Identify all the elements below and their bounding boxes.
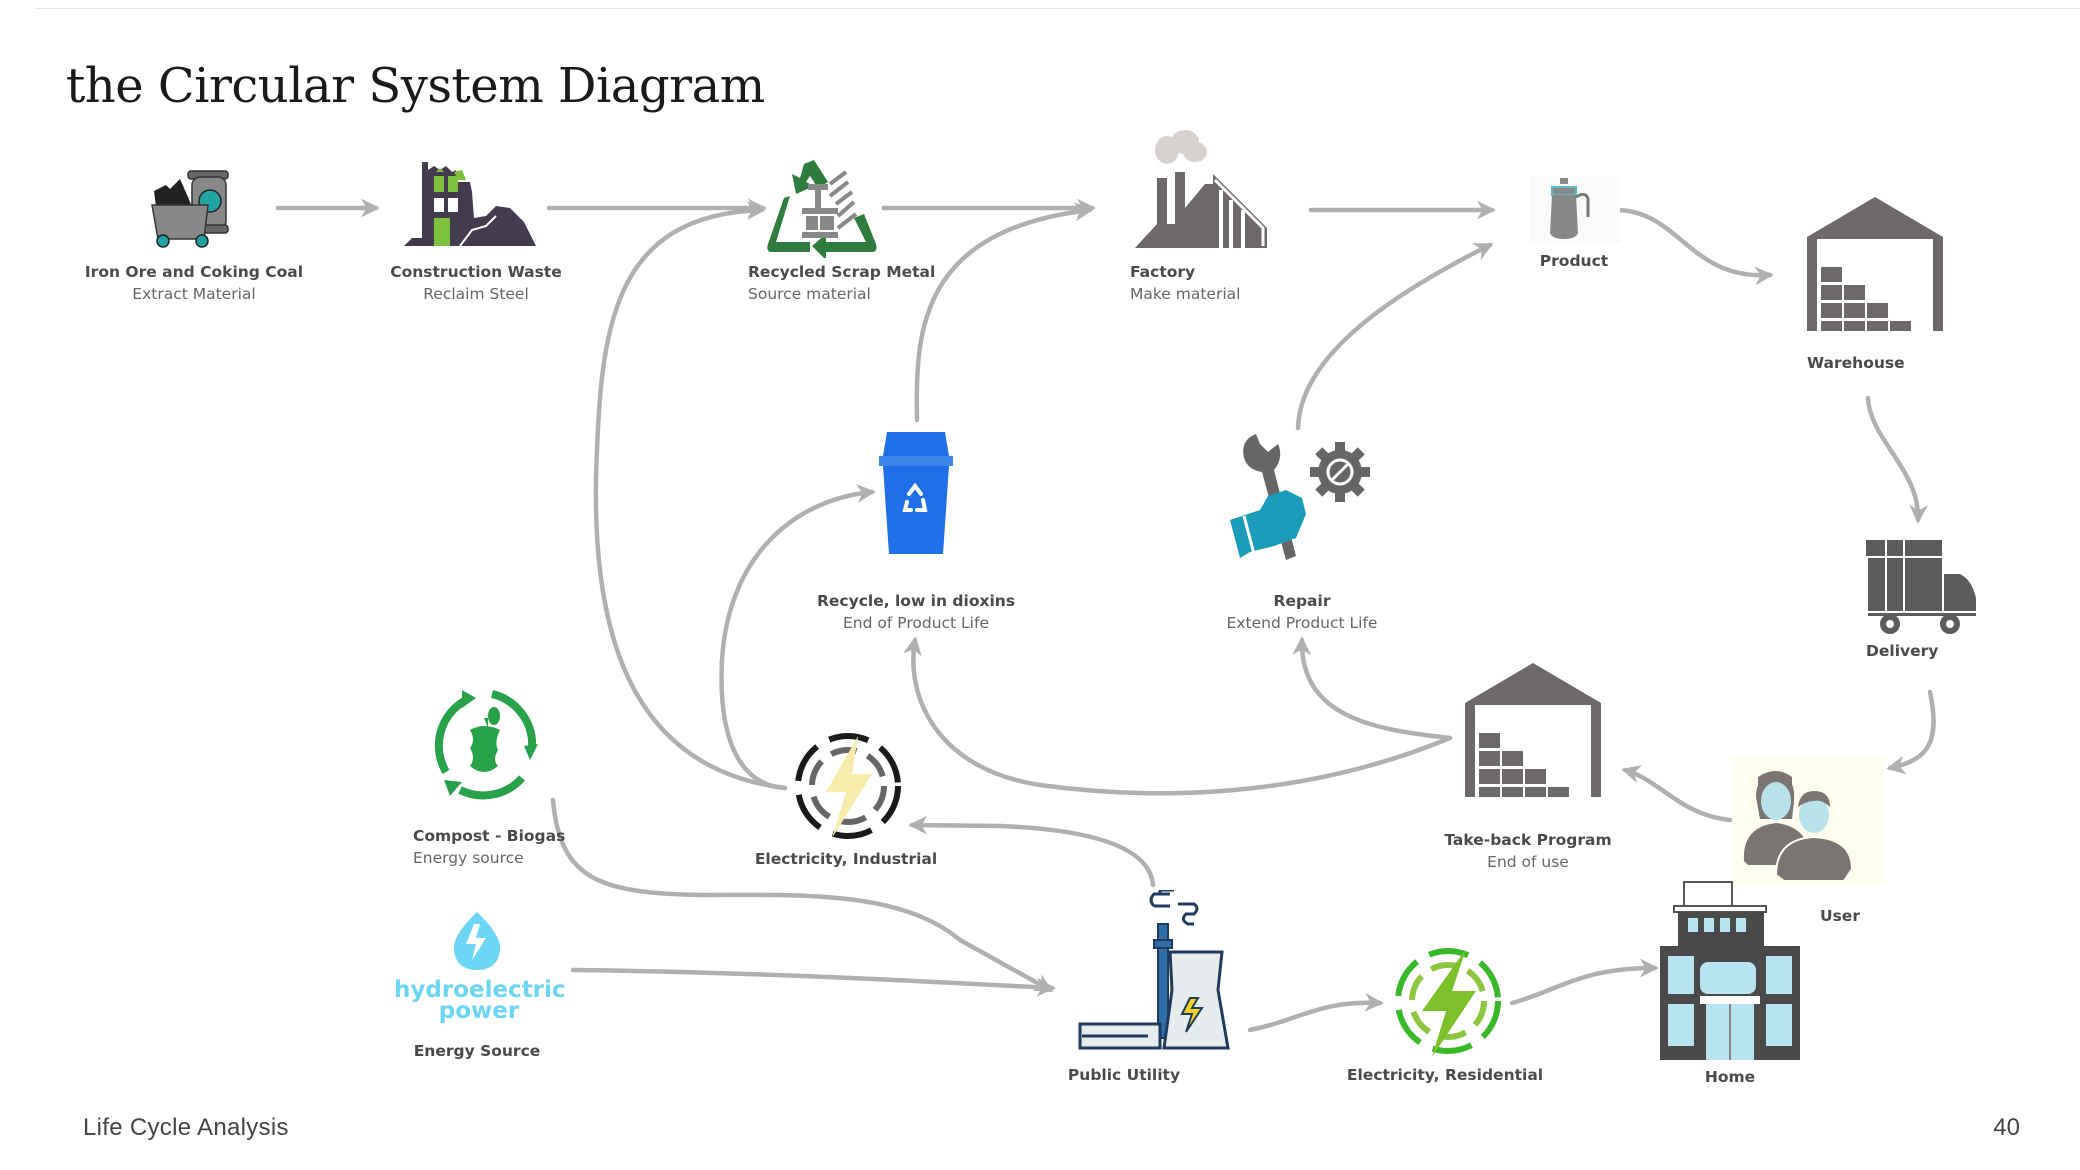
node-subtitle: Make material bbox=[1130, 285, 1241, 303]
recycle-bin-icon bbox=[879, 432, 953, 554]
hydro-logo-line1: hydroelectric bbox=[394, 977, 566, 1003]
arrow-warehouse-to-delivery bbox=[1865, 395, 1929, 524]
warehouse-icon bbox=[1465, 663, 1601, 797]
node-title: Recycle, low in dioxins bbox=[816, 592, 1016, 610]
arrow-compost-to-utility bbox=[550, 797, 1054, 993]
arrow-user-to-takeback bbox=[1621, 765, 1733, 823]
lightning-circle-icon bbox=[795, 733, 901, 839]
arrow-product-to-warehouse bbox=[1615, 207, 1774, 286]
node-title: Public Utility bbox=[1067, 1066, 1181, 1084]
node-title: Recycled Scrap Metal bbox=[748, 263, 936, 281]
arrow-industrial-to-recycle bbox=[719, 484, 876, 791]
arrow-delivery-to-user bbox=[1886, 689, 1936, 775]
kettle-icon bbox=[1530, 175, 1620, 243]
node-title: Repair bbox=[1273, 592, 1331, 610]
compost-apple-icon bbox=[434, 690, 538, 800]
arrow-hydro-to-utility bbox=[570, 967, 1056, 997]
recycle-bricks-icon bbox=[767, 160, 877, 258]
page-number: 40 bbox=[1993, 1114, 2020, 1141]
node-title: Electricity, Industrial bbox=[754, 850, 938, 868]
node-title: Iron Ore and Coking Coal bbox=[84, 263, 304, 281]
arrow-residential-to-home bbox=[1509, 958, 1659, 1006]
node-title: Warehouse bbox=[1807, 354, 1905, 372]
node-subtitle: Extract Material bbox=[132, 285, 256, 303]
footer-title: Life Cycle Analysis bbox=[83, 1114, 289, 1141]
arrow-industrial-to-scrap bbox=[593, 201, 788, 791]
building-icon bbox=[1660, 881, 1800, 1060]
warehouse-icon bbox=[1807, 197, 1943, 331]
top-divider bbox=[35, 8, 2080, 9]
mine-cart-icon bbox=[151, 170, 229, 248]
node-title: Energy Source bbox=[413, 1042, 541, 1060]
wrench-gear-icon bbox=[1230, 434, 1370, 560]
arrow-takeback-to-repair bbox=[1292, 636, 1453, 741]
node-title: User bbox=[1820, 907, 1860, 925]
power-plant-icon bbox=[1078, 890, 1230, 1050]
truck-icon bbox=[1866, 540, 1976, 634]
node-title: Home bbox=[1704, 1068, 1756, 1086]
node-subtitle: Reclaim Steel bbox=[423, 285, 529, 303]
node-subtitle: Extend Product Life bbox=[1226, 614, 1378, 632]
node-subtitle: End of use bbox=[1487, 853, 1569, 871]
arrow-repair-to-product bbox=[1295, 242, 1494, 431]
node-title: Factory bbox=[1130, 263, 1196, 281]
arrow-takeback-to-recycle bbox=[903, 636, 1453, 796]
page-title: the Circular System Diagram bbox=[66, 58, 765, 114]
lightning-circle-green-icon bbox=[1395, 948, 1501, 1057]
node-title: Compost - Biogas bbox=[413, 827, 566, 845]
hydro-logo-line2: power bbox=[438, 998, 520, 1024]
node-subtitle: Energy source bbox=[413, 849, 524, 867]
factory-icon bbox=[1135, 130, 1267, 248]
node-title: Construction Waste bbox=[390, 263, 562, 281]
arrow-recycle-to-factory bbox=[914, 202, 1094, 423]
arrow-utility-to-residential bbox=[1247, 992, 1384, 1033]
node-title: Electricity, Residential bbox=[1346, 1066, 1544, 1084]
node-subtitle: End of Product Life bbox=[843, 614, 989, 632]
node-subtitle: Source material bbox=[748, 285, 871, 303]
users-icon bbox=[1732, 757, 1884, 885]
hydro-logo-text: hydroelectric power bbox=[394, 977, 566, 1024]
node-title: Product bbox=[1539, 252, 1609, 270]
ruined-building-icon bbox=[404, 162, 536, 247]
water-drop-bolt-icon bbox=[453, 912, 501, 970]
arrow-utility-to-industrial bbox=[908, 815, 1156, 888]
node-title: Delivery bbox=[1866, 642, 1939, 660]
node-title: Take-back Program bbox=[1444, 831, 1612, 849]
